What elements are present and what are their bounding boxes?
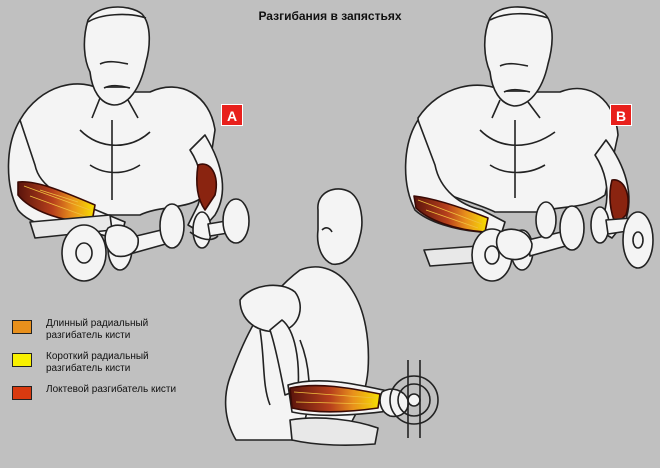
legend-label: Локтевой разгибатель кисти <box>46 384 177 395</box>
legend-label: Длинный радиальный разгибатель кисти <box>46 318 149 341</box>
legend-swatch <box>12 386 32 400</box>
legend-label: Короткий радиальный разгибатель кисти <box>46 351 149 374</box>
panel-label-b: B <box>610 104 632 126</box>
panel-label-a: A <box>221 104 243 126</box>
legend-swatch <box>12 320 32 334</box>
figure-c <box>224 188 439 446</box>
figure-a <box>7 6 250 282</box>
legend-swatch <box>12 353 32 367</box>
diagram-title: Разгибания в запястьях <box>258 9 402 23</box>
figure-b <box>404 6 654 282</box>
